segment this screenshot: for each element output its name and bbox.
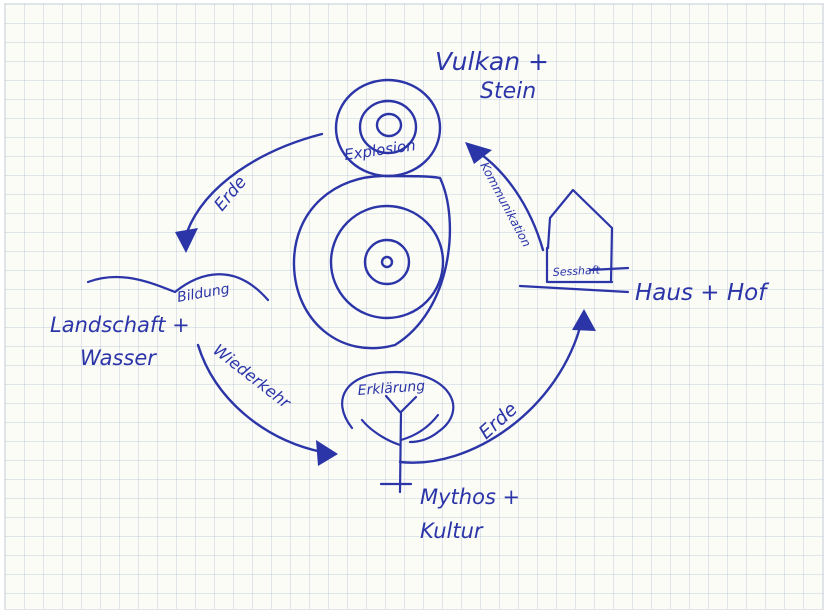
arrowhead-kommunikation (465, 142, 492, 164)
label-sesshaft: Sesshaft (552, 264, 600, 279)
arrow-erde-top (185, 132, 324, 234)
label-haus-hof: Haus + Hof (635, 280, 769, 306)
label-erklaerung: Erklärung (357, 378, 426, 399)
label-vulkan: Vulkan + (435, 47, 549, 76)
label-erde-bottom: Erde (475, 398, 522, 444)
label-wiederkehr: Wiederkehr (210, 340, 296, 413)
arrow-erde-bottom (398, 318, 584, 464)
label-stein: Stein (480, 79, 536, 104)
arrow-kommunikation (473, 148, 545, 252)
label-wasser: Wasser (80, 346, 157, 370)
labels: Vulkan + Stein Haus + Hof Landschaft + W… (50, 47, 769, 543)
arrow-wiederkehr (196, 343, 324, 454)
tree-icon (341, 370, 455, 494)
label-mythos: Mythos + (420, 485, 520, 509)
arrowhead-erde-bottom (572, 309, 596, 331)
label-explosion: Explosion (343, 136, 417, 164)
grid-paper (4, 3, 824, 610)
house-icon (518, 188, 630, 294)
earth-circles (292, 174, 452, 350)
label-erde-top: Erde (211, 172, 251, 215)
arrowhead-erde-top (175, 228, 198, 253)
label-landschaft: Landschaft + (50, 313, 190, 337)
landscape-line (86, 273, 270, 302)
arrowhead-wiederkehr (316, 440, 338, 466)
label-kultur: Kultur (420, 519, 484, 543)
